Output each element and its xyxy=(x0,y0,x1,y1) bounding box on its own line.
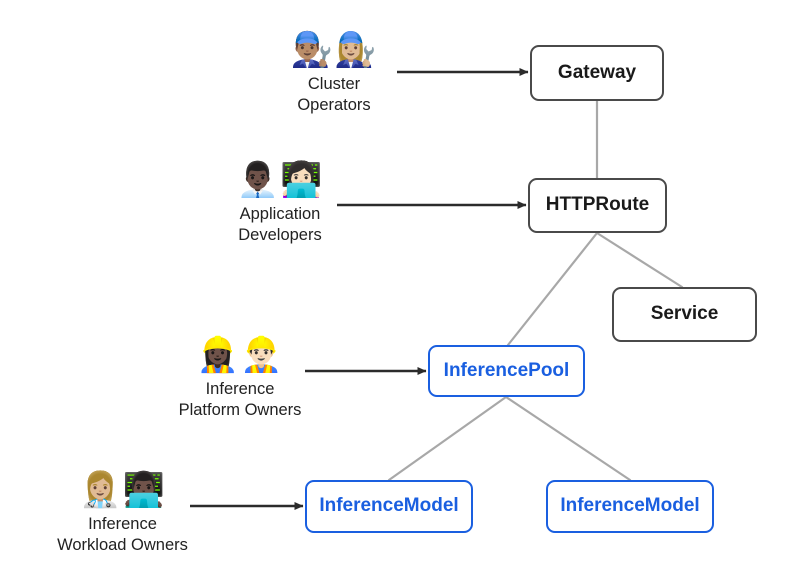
edge-inferencepool-to-inferencemodel-left xyxy=(387,395,508,482)
persona-label: Cluster Operators xyxy=(297,75,371,114)
persona-inference-workload-owners: 👩🏼‍⚕️👨🏿‍💻 Inference Workload Owners xyxy=(45,470,200,555)
node-inferencemodel-right[interactable]: InferenceModel xyxy=(546,480,714,533)
node-httproute[interactable]: HTTPRoute xyxy=(528,178,667,233)
woman-construction-worker-icon+man-construction-worker-icon: 👷🏿‍♀️👷🏻‍♂️ xyxy=(196,335,284,375)
persona-label: Inference Platform Owners xyxy=(178,380,302,419)
persona-label: Application Developers xyxy=(238,205,322,244)
node-inferencepool[interactable]: InferencePool xyxy=(428,345,585,397)
node-label: Service xyxy=(650,303,719,325)
persona-arrows xyxy=(190,68,529,510)
node-inferencemodel-left[interactable]: InferenceModel xyxy=(305,480,473,533)
man-office-worker-icon+woman-technologist-icon: 👨🏿‍💼👩🏻‍💻 xyxy=(236,160,324,200)
node-label: Gateway xyxy=(557,61,637,83)
man-mechanic-icon+woman-mechanic-icon: 👨🏽‍🔧👩🏼‍🔧 xyxy=(290,30,378,70)
persona-application-developers: 👨🏿‍💼👩🏻‍💻 Application Developers xyxy=(210,160,350,245)
edge-httproute-to-service xyxy=(595,231,684,289)
node-label: HTTPRoute xyxy=(545,194,650,216)
persona-inference-platform-owners: 👷🏿‍♀️👷🏻‍♂️ Inference Platform Owners xyxy=(165,335,315,420)
node-label: InferenceModel xyxy=(319,495,459,517)
persona-label: Inference Workload Owners xyxy=(57,515,188,554)
edge-httproute-to-inferencepool xyxy=(506,231,599,347)
persona-cluster-operators: 👨🏽‍🔧👩🏼‍🔧 Cluster Operators xyxy=(264,30,404,115)
node-label: InferenceModel xyxy=(560,495,700,517)
node-gateway[interactable]: Gateway xyxy=(530,45,664,101)
edge-inferencepool-to-inferencemodel-right xyxy=(504,395,632,482)
node-label: InferencePool xyxy=(443,359,570,381)
node-service[interactable]: Service xyxy=(612,287,757,342)
woman-health-worker-icon+man-technologist-icon: 👩🏼‍⚕️👨🏿‍💻 xyxy=(79,470,166,510)
